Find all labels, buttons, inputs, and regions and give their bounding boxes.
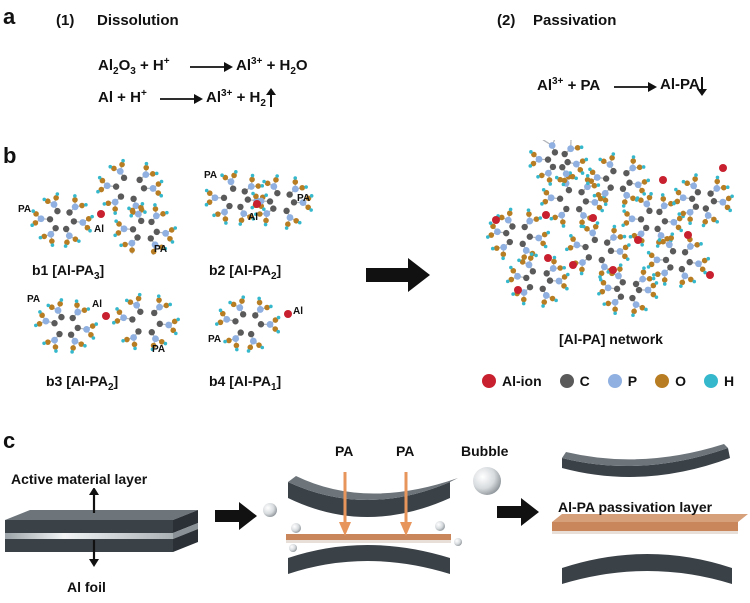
- passivation-layer-label: Al-PA passivation layer: [558, 499, 713, 515]
- equation-1-right: Al3+ + H2O: [236, 56, 308, 77]
- delamination-illustration: [263, 472, 462, 574]
- equation-3-left: Al3+ + PA: [537, 76, 601, 94]
- molecule-b4: [214, 295, 292, 353]
- legend-item-h: H: [704, 373, 734, 389]
- b2-pa-label-right: PA: [297, 193, 311, 204]
- b1-pa-label-left: PA: [18, 204, 32, 215]
- passivation-number: (2): [497, 12, 516, 29]
- molecule-b3: [33, 292, 180, 354]
- active-material-layer-label: Active material layer: [11, 471, 148, 487]
- bubble-label: Bubble: [461, 443, 509, 459]
- oxygen-swatch-icon: [655, 374, 670, 388]
- b1-al-label: Al: [94, 224, 104, 235]
- panel-b-letter: b: [3, 143, 17, 168]
- separated-layers-illustration: [552, 444, 748, 584]
- process-arrow-icon: [497, 498, 539, 526]
- caption-b3: b3 [Al-PA2]: [46, 373, 119, 393]
- b3-pa-label-left: PA: [27, 294, 41, 305]
- gas-evolution-arrow-icon: [266, 88, 276, 107]
- caption-b2: b2 [Al-PA2]: [209, 262, 282, 282]
- caption-b4: b4 [Al-PA1]: [209, 373, 282, 393]
- molecule-b2: [204, 170, 314, 230]
- pa-label-2: PA: [396, 443, 415, 459]
- legend-label: C: [579, 373, 590, 389]
- molecule-b1: [30, 158, 178, 255]
- electrode-stack: [5, 488, 198, 567]
- b2-pa-label-left: PA: [204, 170, 218, 181]
- legend-label: O: [675, 373, 687, 389]
- equation-1-left: Al2O3 + H+: [98, 56, 170, 77]
- passivation-title: Passivation: [533, 12, 617, 29]
- legend-label: H: [724, 373, 735, 389]
- transform-arrow-icon: [366, 258, 430, 292]
- panel-a-letter: a: [3, 4, 16, 29]
- precipitation-arrow-icon: [697, 77, 707, 96]
- equation-2-left: Al + H+: [98, 88, 147, 106]
- phosphorus-swatch-icon: [607, 374, 622, 388]
- caption-b1: b1 [Al-PA3]: [32, 262, 105, 282]
- b3-al-label: Al: [92, 299, 102, 310]
- equation-3-right: Al-PA: [660, 76, 700, 93]
- equation-2-right: Al3+ + H2: [206, 88, 266, 109]
- carbon-swatch-icon: [559, 374, 574, 388]
- b2-al-label: Al: [248, 212, 258, 223]
- al-ion-swatch-icon: [482, 374, 496, 388]
- b1-pa-label-right: PA: [154, 244, 168, 255]
- panel-c-letter: c: [3, 428, 16, 453]
- legend-item-al-ion: Al-ion: [482, 373, 542, 389]
- b4-al-label: Al: [293, 306, 303, 317]
- process-arrow-icon: [215, 502, 257, 530]
- pa-label-1: PA: [335, 443, 354, 459]
- hydrogen-swatch-icon: [704, 374, 719, 388]
- reaction-arrow-icon: [190, 62, 233, 72]
- al-foil-label: Al foil: [67, 579, 106, 595]
- b4-pa-label: PA: [208, 334, 222, 345]
- network-caption: [Al-PA] network: [559, 331, 663, 347]
- legend-item-o: O: [655, 373, 686, 389]
- atom-legend: Al-ion C P O H: [482, 373, 734, 389]
- dissolution-number: (1): [56, 12, 75, 29]
- legend-label: Al-ion: [502, 373, 542, 389]
- b3-pa-label-right: PA: [152, 344, 166, 355]
- legend-item-c: C: [559, 373, 590, 389]
- al-pa-network-model: [485, 140, 734, 317]
- reaction-arrow-icon: [160, 94, 203, 104]
- legend-label: P: [627, 373, 638, 389]
- reaction-arrow-icon: [614, 82, 657, 92]
- legend-item-p: P: [607, 373, 638, 389]
- dissolution-title: Dissolution: [97, 12, 179, 29]
- bubble-icon: [473, 467, 501, 495]
